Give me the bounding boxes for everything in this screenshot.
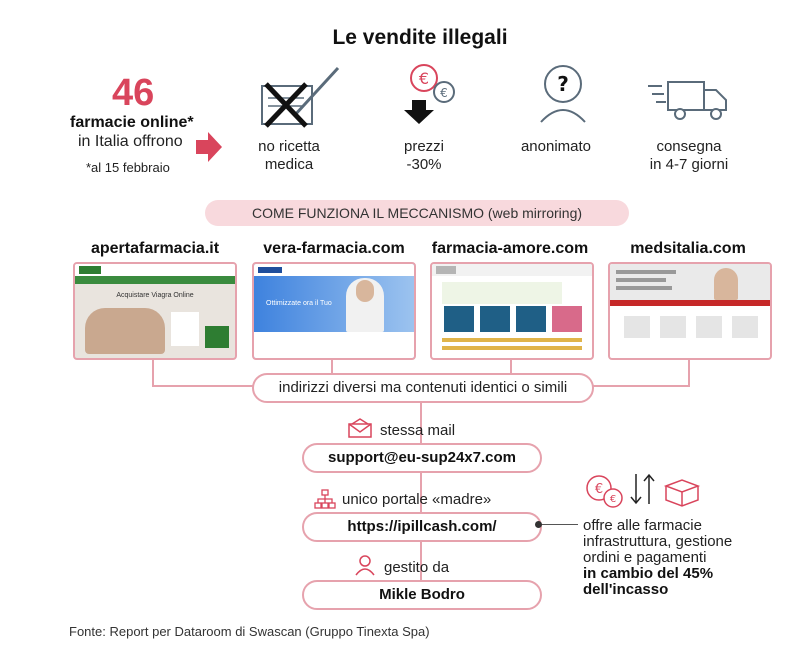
feature-lower-prices: prezzi -30%: [354, 138, 494, 174]
offer-text-line: offre alle farmacie: [583, 517, 702, 534]
site-screenshot-medsitalia: [608, 262, 772, 360]
identical-content-note: indirizzi diversi ma contenuti identici …: [252, 373, 594, 403]
svg-text:?: ?: [557, 72, 569, 96]
site-screenshot-vera-farmacia: Ottimizzate ora il Tuo: [252, 262, 416, 360]
euro-coins-icon: € €: [586, 475, 623, 508]
svg-text:€: €: [419, 69, 429, 88]
pharmacy-count-label: farmacie online*: [70, 114, 194, 131]
site-name-farmacia-amore: farmacia-amore.com: [431, 240, 589, 257]
mail-label: stessa mail: [380, 422, 456, 439]
connector-dot: [535, 521, 542, 528]
connector-line: [420, 401, 422, 581]
person-icon: [355, 555, 375, 576]
offer-commission-line: in cambio del 45%: [583, 565, 714, 582]
offer-text-line: ordini e pagamenti: [583, 549, 707, 566]
euro-down-icon: € €: [404, 64, 455, 124]
site-name-apertafarmacia: apertafarmacia.it: [90, 240, 220, 257]
feature-label: prezzi: [403, 138, 444, 155]
feature-label: consegna: [656, 138, 722, 155]
connector-line: [331, 358, 333, 374]
feature-label: -30%: [406, 156, 442, 173]
feature-label: no ricetta: [258, 138, 320, 155]
connector-line: [688, 358, 690, 386]
portal-side-connector: [538, 524, 578, 525]
package-box-icon: [663, 479, 701, 507]
date-footnote: *al 15 febbraio: [86, 160, 170, 175]
connector-line: [510, 358, 512, 374]
network-icon: [314, 489, 336, 509]
manager-label: gestito da: [384, 559, 450, 576]
arrow-right-icon: [196, 132, 222, 162]
svg-text:€: €: [610, 494, 616, 505]
pharmacy-count: 46: [112, 72, 155, 114]
mother-portal-url: https://ipillcash.com/: [302, 512, 542, 542]
feature-anonymity: anonimato: [486, 138, 626, 156]
feature-delivery: consegna in 4-7 giorni: [619, 138, 759, 174]
svg-text:€: €: [595, 482, 603, 497]
shared-email-address: support@eu-sup24x7.com: [302, 443, 542, 473]
portal-offer-description: offre alle farmacie infrastruttura, gest…: [583, 518, 732, 598]
offer-text-line: infrastruttura, gestione: [583, 533, 733, 550]
site-banner-text: Acquistare Viagra Online: [116, 292, 194, 299]
site-name-medsitalia: medsitalia.com: [630, 240, 746, 257]
feature-no-prescription: no ricetta medica: [219, 138, 359, 174]
site-screenshot-apertafarmacia: Acquistare Viagra Online: [73, 262, 237, 360]
anonymous-person-icon: ?: [540, 65, 586, 123]
infographic-title: Le vendite illegali: [332, 26, 508, 49]
connector-line: [152, 358, 154, 386]
svg-text:€: €: [440, 86, 448, 100]
portal-manager-name: Mikle Bodro: [302, 580, 542, 610]
site-screenshot-farmacia-amore: [430, 262, 594, 360]
envelope-icon: [348, 418, 372, 438]
feature-label: anonimato: [520, 138, 592, 155]
portal-label: unico portale «madre»: [342, 491, 492, 508]
source-credit: Fonte: Report per Dataroom di Swascan (G…: [69, 624, 430, 639]
mechanism-heading: COME FUNZIONA IL MECCANISMO (web mirrori…: [205, 200, 629, 226]
offer-commission-line: dell'incasso: [583, 581, 669, 598]
feature-label: medica: [264, 156, 314, 173]
crossed-prescription-icon: [261, 66, 340, 128]
exchange-arrows-icon: [630, 473, 655, 505]
site-name-vera-farmacia: vera-farmacia.com: [263, 240, 405, 257]
delivery-truck-icon: [648, 81, 727, 120]
site-banner-text: Ottimizzate ora il Tuo: [266, 300, 332, 307]
feature-label: in 4-7 giorni: [649, 156, 729, 173]
pharmacy-count-sublabel: in Italia offrono: [78, 133, 183, 150]
